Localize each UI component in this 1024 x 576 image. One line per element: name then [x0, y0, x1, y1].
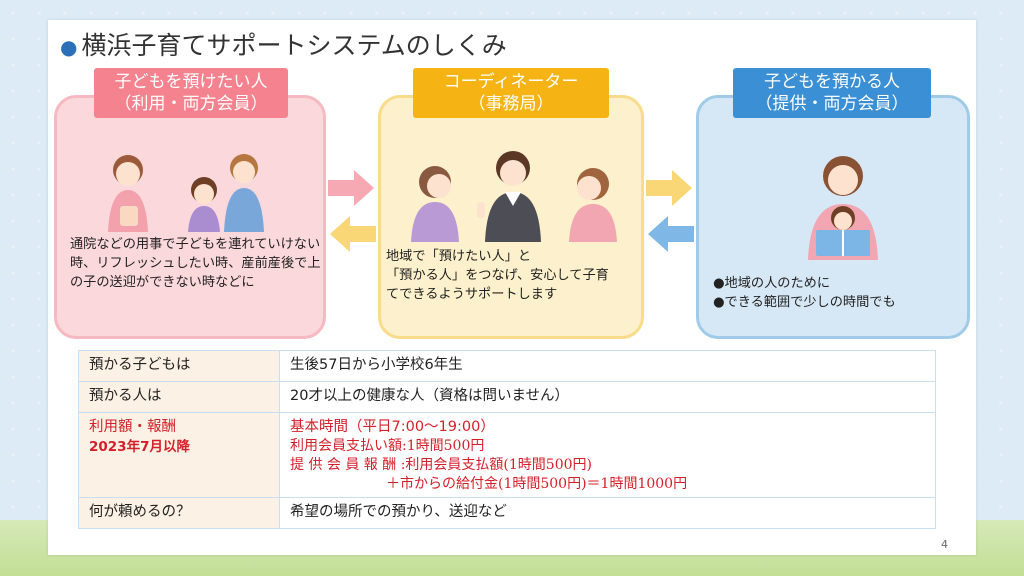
- table-row: 利用額・報酬 2023年7月以降 基本時間（平日7:00～19:00） 利用会員…: [78, 412, 936, 498]
- arrow-right-pink-icon: [328, 170, 374, 206]
- slide: ●横浜子育てサポートシステムのしくみ: [48, 20, 976, 555]
- provider-bullet: ●地域の人のために: [713, 276, 831, 291]
- panel-user-text: 通院などの用事で子どもを連れていけない時、リフレッシュしたい時、産前産後で上の子…: [70, 237, 321, 290]
- parent-and-children-illustration: [108, 154, 264, 232]
- fee-user-payment: 利用会員支払い額:1時間500円: [290, 438, 485, 454]
- coordinator-text-line: 地域で「預けたい人」と: [386, 249, 532, 264]
- info-table: 預かる子どもは 生後57日から小学校6年生 預かる人は 20才以上の健康な人（資…: [78, 350, 936, 529]
- panel-provider-text: ●地域の人のために ●できる範囲で少しの時間でも: [713, 274, 963, 312]
- label-user-line2: （利用・両方会員）: [114, 94, 268, 114]
- coordinator-text-line: 「預かる人」をつなげ、安心して子育: [386, 268, 609, 283]
- fee-basic-hours: 基本時間（平日7:00～19:00）: [290, 419, 495, 435]
- page-title-text: 横浜子育てサポートシステムのしくみ: [81, 31, 507, 60]
- label-provider-line1: 子どもを預かる人: [764, 72, 900, 92]
- fee-provider-reward: 提 供 会 員 報 酬 :利用会員支払額(1時間500円): [290, 457, 592, 473]
- table-row: 何が頼めるの？ 希望の場所での預かり、送迎など: [78, 497, 936, 529]
- arrow-right-yellow-icon: [646, 170, 692, 206]
- label-provider-line2: （提供・両方会員）: [755, 94, 909, 114]
- fee-key-date: 2023年7月以降: [89, 439, 190, 455]
- coordinator-text-line: てできるようサポートします: [386, 287, 558, 302]
- arrow-left-yellow-icon: [330, 216, 376, 252]
- table-value: 希望の場所での預かり、送迎など: [279, 497, 936, 529]
- table-value-fee: 基本時間（平日7:00～19:00） 利用会員支払い額:1時間500円 提 供 …: [279, 412, 936, 498]
- arrow-left-blue-icon: [648, 216, 694, 252]
- label-user-line1: 子どもを預けたい人: [114, 72, 268, 92]
- label-coordinator: コーディネーター （事務局）: [413, 68, 609, 118]
- table-key: 何が頼めるの？: [78, 497, 280, 529]
- table-value: 生後57日から小学校6年生: [279, 350, 936, 382]
- table-row: 預かる人は 20才以上の健康な人（資格は問いません）: [78, 381, 936, 413]
- table-value: 20才以上の健康な人（資格は問いません）: [279, 381, 936, 413]
- table-key-fee: 利用額・報酬 2023年7月以降: [78, 412, 280, 498]
- coordinator-illustration: [411, 151, 617, 242]
- fee-city-benefit: ＋市からの給付金(1時間500円)＝1時間1000円: [386, 476, 688, 492]
- table-key: 預かる子どもは: [78, 350, 280, 382]
- provider-reading-illustration: [808, 156, 878, 260]
- label-user: 子どもを預けたい人 （利用・両方会員）: [94, 68, 288, 118]
- label-coordinator-line1: コーディネーター: [443, 72, 579, 92]
- table-row: 預かる子どもは 生後57日から小学校6年生: [78, 350, 936, 382]
- fee-key-title: 利用額・報酬: [89, 419, 176, 435]
- label-provider: 子どもを預かる人 （提供・両方会員）: [733, 68, 931, 118]
- table-key: 預かる人は: [78, 381, 280, 413]
- title-bullet-icon: ●: [60, 35, 78, 59]
- panel-coordinator-text: 地域で「預けたい人」と 「預かる人」をつなげ、安心して子育 てできるようサポート…: [386, 247, 640, 304]
- label-coordinator-line2: （事務局）: [468, 94, 554, 114]
- page-title: ●横浜子育てサポートシステムのしくみ: [60, 26, 507, 62]
- page-number: 4: [941, 538, 948, 551]
- provider-bullet: ●できる範囲で少しの時間でも: [713, 295, 896, 310]
- panel-user: [54, 95, 326, 339]
